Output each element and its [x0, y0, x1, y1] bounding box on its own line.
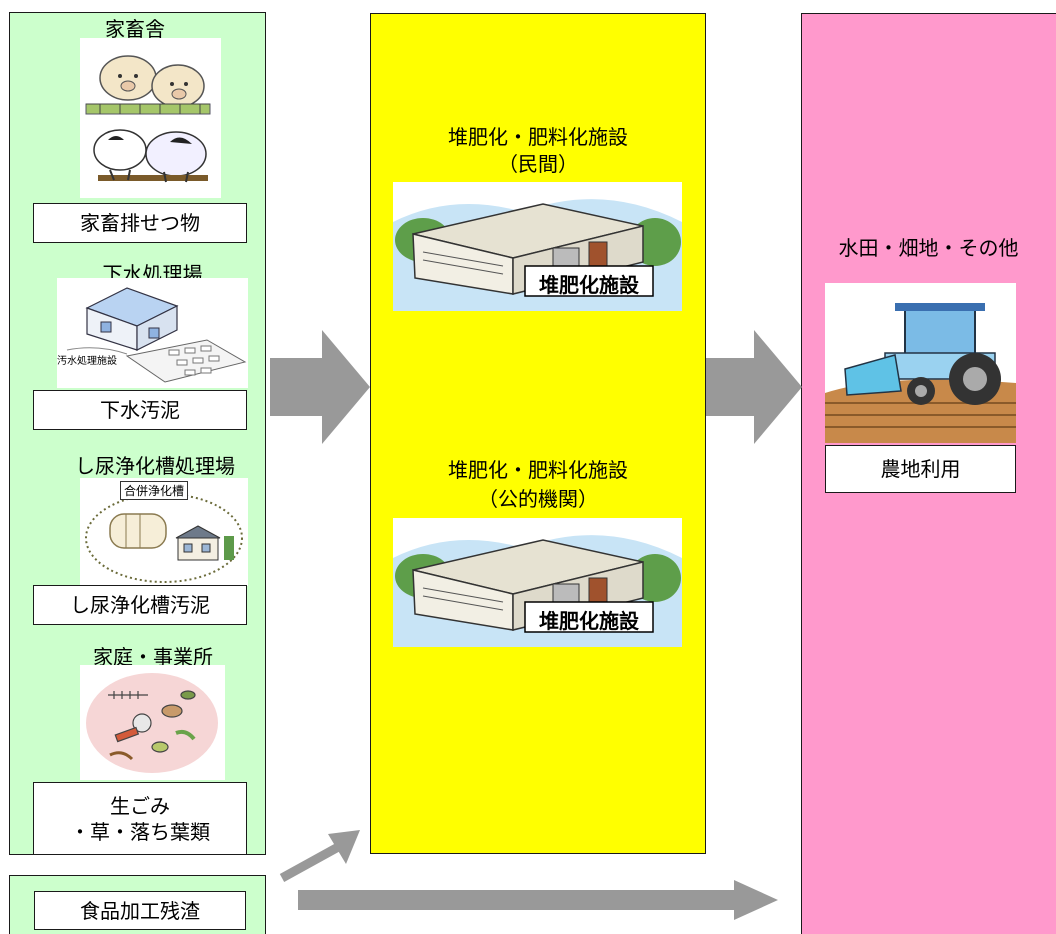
livestock-waste-label: 家畜排せつ物 [33, 203, 247, 243]
septic-tank-image: 合併浄化槽 [80, 478, 248, 586]
sewage-plant-icon [66, 287, 247, 383]
farmland-use-label: 農地利用 [825, 445, 1016, 493]
arrow-sources-to-facilities [270, 330, 370, 444]
private-facility-image: 堆肥化施設 [393, 182, 682, 311]
farmland-title: 水田・畑地・その他 [838, 236, 1019, 260]
private-building-sign: 堆肥化施設 [539, 273, 639, 297]
arrow-facilities-to-farmland [706, 330, 802, 444]
compost-building-icon [393, 199, 682, 311]
compost-building-icon [393, 535, 682, 647]
sewage-sludge-label: 下水汚泥 [33, 390, 247, 430]
public-facility-image: 堆肥化施設 [393, 518, 682, 647]
garbage-icon [86, 673, 218, 773]
public-building-sign: 堆肥化施設 [539, 609, 639, 633]
tractor-icon [825, 303, 1016, 443]
livestock-image [80, 38, 221, 198]
public-facility-title: 堆肥化・肥料化施設 [448, 458, 628, 482]
tractor-image [825, 283, 1016, 443]
garbage-label-line2: ・草・落ち葉類 [70, 819, 210, 844]
livestock-icon [85, 55, 211, 183]
night-soil-sludge-label: し尿浄化槽汚泥 [33, 585, 247, 625]
sewage-sign: 汚水処理施設 [57, 356, 117, 367]
garbage-label: 生ごみ ・草・落ち葉類 [33, 782, 247, 854]
private-facility-title: 堆肥化・肥料化施設 [448, 125, 628, 149]
garbage-image [80, 665, 225, 780]
sewage-plant-image: 汚水処理施設 [57, 278, 248, 388]
arrow-food-to-facilities [279, 830, 360, 882]
livestock-house-label: 家畜舎 [105, 17, 165, 41]
night-soil-plant-label: し尿浄化槽処理場 [75, 454, 235, 478]
garbage-label-line1: 生ごみ [110, 793, 170, 818]
septic-tank-sign: 合併浄化槽 [120, 481, 189, 500]
arrow-food-to-farmland [298, 880, 778, 920]
septic-tank-icon [85, 493, 243, 583]
food-residue-label: 食品加工残渣 [34, 891, 246, 930]
private-facility-sub: （民間） [498, 152, 578, 176]
facilities-panel [370, 13, 706, 854]
public-facility-sub: （公的機関） [478, 487, 598, 511]
